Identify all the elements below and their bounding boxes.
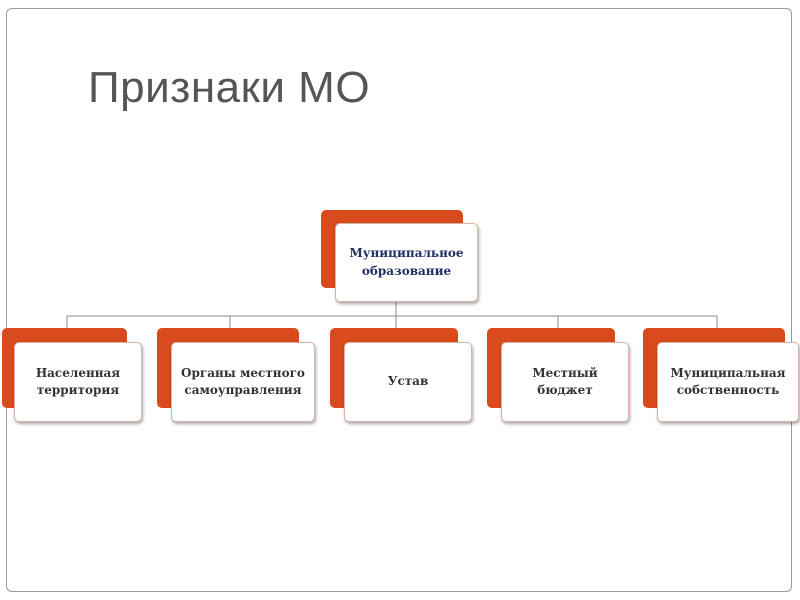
root-node-label: Муниципальное образование	[349, 246, 464, 278]
child-node-3-box: Устав	[344, 342, 472, 422]
child-node-5-label: Муниципальная собственность	[670, 365, 786, 397]
child-node-2-label: Органы местного самоуправления	[181, 365, 305, 397]
child-node-4-label: Местный бюджет	[532, 365, 598, 397]
child-node-3-label: Устав	[387, 374, 429, 389]
child-node-1-box: Населенная территория	[14, 342, 142, 422]
child-node-2-box: Органы местного самоуправления	[171, 342, 315, 422]
root-node-box: Муниципальное образование	[335, 223, 478, 302]
child-node-1-label: Населенная территория	[35, 365, 121, 397]
slide-title: Признаки МО	[88, 63, 371, 112]
child-node-4-box: Местный бюджет	[501, 342, 629, 422]
child-node-5-box: Муниципальная собственность	[657, 342, 799, 422]
